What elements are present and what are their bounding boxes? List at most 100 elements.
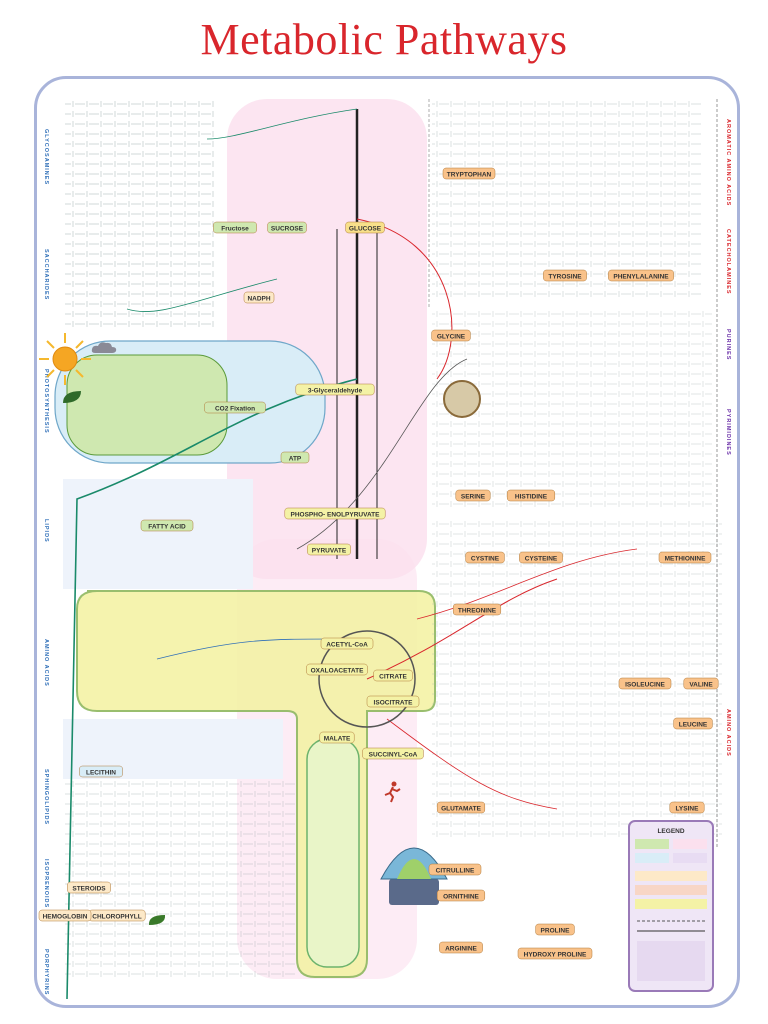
legend-title: LEGEND [657, 828, 684, 835]
svg-text:GLYCINE: GLYCINE [437, 334, 466, 341]
hub-leucine: LEUCINE [673, 717, 713, 730]
section-label-right: AROMATIC AMINO ACIDS [725, 119, 731, 206]
svg-text:GLUTAMATE: GLUTAMATE [441, 806, 481, 813]
hub-serine: SERINE [455, 489, 491, 502]
svg-text:THREONINE: THREONINE [458, 608, 497, 615]
svg-text:CYSTINE: CYSTINE [471, 556, 500, 563]
svg-text:ACETYL-CoA: ACETYL-CoA [326, 642, 368, 649]
svg-text:LEUCINE: LEUCINE [679, 722, 708, 729]
section-label-left: SACCHARIDES [43, 249, 49, 300]
svg-text:HISTIDINE: HISTIDINE [515, 494, 548, 501]
hub-proline: PROLINE [535, 923, 575, 936]
svg-text:3-Glyceraldehyde: 3-Glyceraldehyde [308, 388, 363, 395]
section-label-right: PYRIMIDINES [725, 409, 731, 456]
svg-text:LECITHIN: LECITHIN [86, 770, 116, 777]
hub-fatty-acid: FATTY ACID [140, 519, 194, 532]
svg-text:NADPH: NADPH [247, 296, 270, 303]
hub-histidine: HISTIDINE [506, 489, 556, 502]
svg-text:Fructose: Fructose [221, 226, 249, 233]
section-label-left: PHOTOSYNTHESIS [43, 369, 49, 434]
hub-lecithin: LECITHIN [79, 765, 123, 778]
svg-text:PHOSPHO- ENOLPYRUVATE: PHOSPHO- ENOLPYRUVATE [291, 512, 381, 519]
hub-glycine: GLYCINE [431, 329, 471, 342]
svg-text:LYSINE: LYSINE [676, 806, 700, 813]
section-label-left: PORPHYRINS [43, 949, 49, 995]
svg-text:CHLOROPHYLL: CHLOROPHYLL [92, 914, 142, 921]
hub-chlorophyll: CHLOROPHYLL [88, 909, 146, 922]
hub-labels: GLUCOSE SUCROSE Fructose TRYPTOPHAN TYROSINE… [38, 167, 719, 960]
svg-text:CYSTEINE: CYSTEINE [525, 556, 558, 563]
hub-co2-fixation: CO2 Fixation [204, 401, 266, 414]
svg-text:SUCCINYL-CoA: SUCCINYL-CoA [369, 752, 418, 759]
tca-cycle-ring [318, 630, 416, 728]
hub-isocitrate: ISOCITRATE [366, 695, 420, 708]
svg-text:CO2 Fixation: CO2 Fixation [215, 406, 255, 413]
hub-malate: MALATE [319, 731, 355, 744]
section-label-left: GLYCOSAMINES [43, 129, 49, 185]
hub-tyrosine: TYROSINE [543, 269, 587, 282]
pathway-map: GLUCOSE SUCROSE Fructose TRYPTOPHAN TYROSINE… [38, 99, 731, 1000]
svg-text:TRYPTOPHAN: TRYPTOPHAN [447, 172, 492, 179]
section-label-left: AMINO ACIDS [43, 639, 49, 687]
chlorophyll-leaf-icon [148, 915, 166, 925]
section-label-right: PURINES [725, 329, 731, 360]
svg-text:PROLINE: PROLINE [541, 928, 571, 935]
hub-glucose: GLUCOSE [345, 221, 385, 234]
svg-text:ISOCITRATE: ISOCITRATE [374, 700, 414, 707]
svg-text:TYROSINE: TYROSINE [548, 274, 582, 281]
section-labels: GLYCOSAMINES SACCHARIDES PHOTOSYNTHESIS LIP… [43, 119, 731, 995]
hub-valine: VALINE [683, 677, 719, 690]
section-label-right: AMINO ACIDS [725, 709, 731, 757]
svg-text:VALINE: VALINE [689, 682, 713, 689]
svg-text:FATTY ACID: FATTY ACID [148, 524, 186, 531]
section-label-left: LIPIDS [43, 519, 49, 543]
lipid-region [63, 479, 253, 589]
hub-atp: ATP [280, 451, 310, 464]
glycolysis-zone [227, 99, 427, 579]
svg-text:ISOLEUCINE: ISOLEUCINE [625, 682, 665, 689]
hub-steroids: STEROIDS [67, 881, 111, 894]
hub-glutamate: GLUTAMATE [436, 801, 486, 814]
hub-ornithine: ORNITHINE [436, 889, 486, 902]
leaf-icon [63, 391, 81, 403]
hub-phenylalanine: PHENYLALANINE [608, 269, 674, 282]
svg-text:SUCROSE: SUCROSE [271, 226, 304, 233]
hub-arginine: ARGININE [439, 941, 483, 954]
svg-text:SERINE: SERINE [461, 494, 486, 501]
svg-text:MALATE: MALATE [324, 736, 351, 743]
svg-text:PHENYLALANINE: PHENYLALANINE [613, 274, 669, 281]
hub-hemoglobin: HEMOGLOBIN [38, 909, 92, 922]
svg-text:GLUCOSE: GLUCOSE [349, 226, 382, 233]
svg-text:ARGININE: ARGININE [445, 946, 477, 953]
hub-methionine: METHIONINE [658, 551, 712, 564]
section-label-right: CATECHOLAMINES [725, 229, 731, 295]
svg-text:ORNITHINE: ORNITHINE [443, 894, 479, 901]
mito-inner [306, 738, 360, 968]
svg-text:OXALOACETATE: OXALOACETATE [311, 668, 365, 675]
section-label-left: SPHINGOLIPIDS [43, 769, 49, 825]
hub-citrate: CITRATE [373, 669, 413, 682]
legend: LEGEND [628, 820, 714, 992]
svg-text:PYRUVATE: PYRUVATE [312, 548, 347, 555]
sun-icon [39, 333, 91, 385]
hub-succinyl-coa: SUCCINYL-CoA [362, 747, 424, 760]
hub-nadph: NADPH [243, 291, 275, 304]
svg-text:STEROIDS: STEROIDS [72, 886, 106, 893]
hub-hydroxyproline: HYDROXY PROLINE [517, 947, 593, 960]
svg-text:CITRULLINE: CITRULLINE [436, 868, 475, 875]
svg-text:HEMOGLOBIN: HEMOGLOBIN [43, 914, 88, 921]
hub-citrulline: CITRULLINE [428, 863, 482, 876]
hub-glyceraldehyde: 3-Glyceraldehyde [295, 383, 375, 396]
hub-lysine: LYSINE [669, 801, 705, 814]
page-title: Metabolic Pathways [200, 15, 568, 64]
cloud-icon [91, 342, 117, 353]
pathway-map-frame: GLUCOSE SUCROSE Fructose TRYPTOPHAN TYROSINE… [34, 76, 740, 1008]
hub-sucrose: SUCROSE [267, 221, 307, 234]
urea-cycle-ring [443, 380, 481, 418]
hub-isoleucine: ISOLEUCINE [618, 677, 672, 690]
svg-text:HYDROXY PROLINE: HYDROXY PROLINE [524, 952, 587, 959]
hub-cysteine: CYSTEINE [519, 551, 563, 564]
hub-oxaloacetate: OXALOACETATE [306, 663, 368, 676]
hub-fructose: Fructose [213, 221, 257, 234]
svg-text:METHIONINE: METHIONINE [665, 556, 706, 563]
